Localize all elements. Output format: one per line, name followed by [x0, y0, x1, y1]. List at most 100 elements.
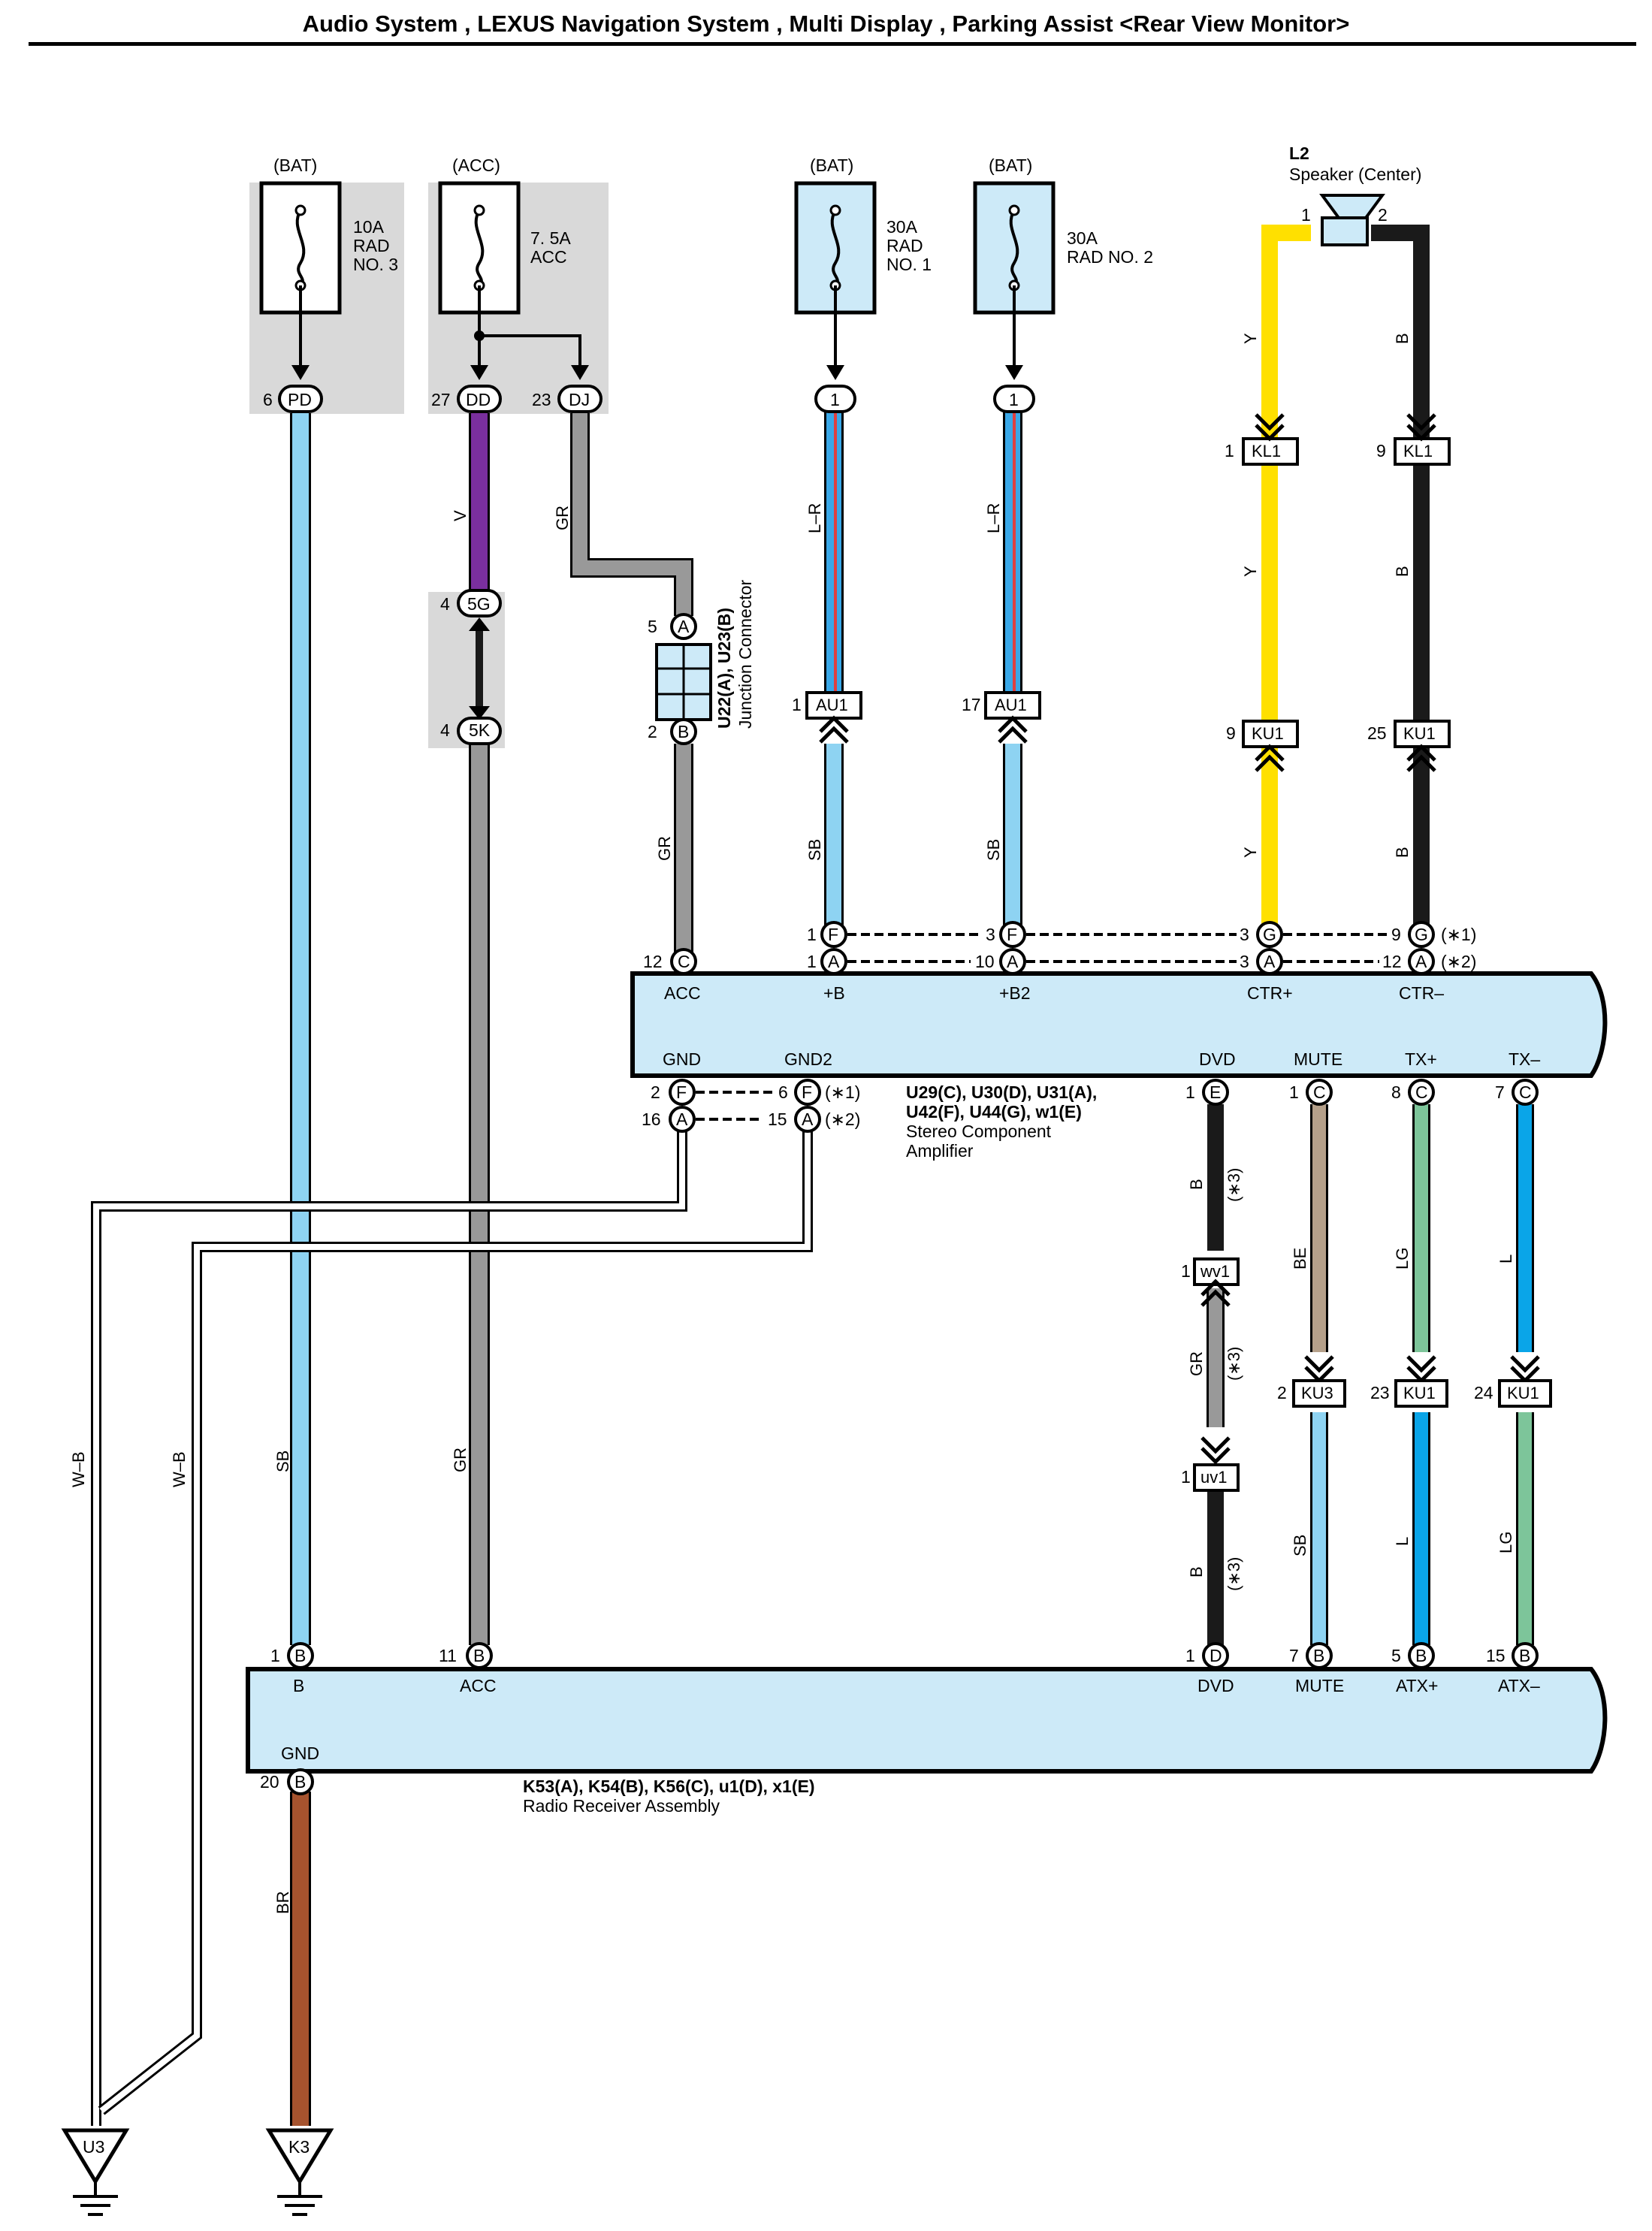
- ground-u3: [61, 2128, 130, 2216]
- amp-b-a-code: A: [828, 952, 840, 971]
- pin-rad2-oval: [993, 385, 1035, 413]
- au1-1-pin: 1: [792, 695, 802, 714]
- amp-acc-pin: 12: [643, 952, 663, 971]
- amp-gnd-a-circle: [669, 1106, 696, 1133]
- ground-k3: [265, 2128, 334, 2216]
- pin-pd-oval: [278, 385, 323, 413]
- amp-ctrm-g-circle: [1408, 921, 1435, 948]
- junction-ids: U22(A), U23(B): [714, 608, 734, 729]
- label-br: BR: [273, 1891, 292, 1914]
- ground-k3-label: K3: [288, 2137, 310, 2157]
- wv1-code: wv1: [1200, 1262, 1230, 1281]
- amp-txp-circle: [1408, 1079, 1435, 1106]
- junction-pin-b: [670, 718, 697, 745]
- label-gr-dj: GR: [553, 506, 572, 530]
- amp-b-a-circle: [820, 948, 847, 975]
- wire-y-speaker: [1261, 225, 1311, 928]
- arrow-fuse-4: [1005, 365, 1023, 380]
- pin-rad1-code: 1: [830, 390, 840, 409]
- rx-term-gnd: GND: [281, 1743, 319, 1763]
- amp-mute-pin: 1: [1289, 1082, 1299, 1102]
- junction-pin-b-number: 2: [648, 722, 657, 741]
- c5g-code: 5G: [467, 594, 491, 614]
- rx-gnd-circle: [287, 1768, 314, 1795]
- ku1-23-code: KU1: [1403, 1384, 1436, 1402]
- ground-u3-label: U3: [83, 2137, 104, 2157]
- label-b-2: B: [1393, 566, 1412, 577]
- label-y-2: Y: [1241, 566, 1260, 577]
- label-lg-atxm: LG: [1496, 1532, 1515, 1553]
- kl1-1-code: KL1: [1252, 442, 1281, 460]
- amp-gnd-f-circle: [669, 1079, 696, 1106]
- rx-term-b: B: [293, 1676, 304, 1695]
- amp-ctrp-a-code: A: [1264, 952, 1276, 971]
- amp-gnd2-f-circle: [794, 1079, 821, 1106]
- amp-dvd-code: E: [1210, 1082, 1221, 1102]
- amp-b2-f-pin: 3: [986, 925, 995, 944]
- amp-gnd2-note-1: (∗1): [825, 1082, 860, 1102]
- pin-dj-number: 23: [532, 390, 551, 409]
- speaker-body: [1321, 216, 1369, 246]
- junction-pin-b-code: B: [678, 722, 689, 741]
- fuse-node-4a: [1008, 204, 1020, 216]
- amp-term-txm: TX–: [1509, 1049, 1540, 1069]
- au1-17-chevron: [998, 715, 1028, 744]
- ku1-9-pin: 9: [1226, 723, 1236, 743]
- c5g-pin: 4: [440, 594, 450, 614]
- ku1-9-chevron: [1255, 744, 1285, 772]
- label-sb-au1-1: SB: [805, 839, 824, 861]
- amp-gnd-f-pin: 2: [651, 1082, 660, 1102]
- amp-b2-a-circle: [999, 948, 1026, 975]
- fuse-supply-1: (BAT): [273, 155, 317, 175]
- label-lr-1: L–R: [805, 503, 824, 533]
- label-wb-1: W–B: [69, 1451, 88, 1487]
- amp-term-ctrp: CTR+: [1247, 983, 1293, 1003]
- amp-term-txp: TX+: [1405, 1049, 1437, 1069]
- junction-pin-a-number: 5: [648, 617, 657, 636]
- amp-b-a-pin: 1: [807, 952, 817, 971]
- ku1-25-pin: 25: [1367, 723, 1387, 743]
- rx-b-circle: [287, 1642, 314, 1669]
- amp-b-f-pin: 1: [807, 925, 817, 944]
- fuse-node-3a: [829, 204, 841, 216]
- amp-term-mute: MUTE: [1294, 1049, 1342, 1069]
- amp-dash-top: [847, 933, 1388, 963]
- label-sb-au1-17: SB: [984, 839, 1003, 861]
- amp-dvd-circle: [1202, 1079, 1229, 1106]
- junction-name: Junction Connector: [735, 579, 755, 729]
- fuse-rating-4: 30A: [1067, 228, 1098, 248]
- speaker-icon: [1319, 194, 1385, 219]
- label-s3-dvd-1: (∗3): [1225, 1168, 1243, 1202]
- rx-mute-code: B: [1313, 1646, 1324, 1665]
- rx-term-dvd: DVD: [1197, 1676, 1234, 1695]
- label-sb-1: SB: [273, 1451, 292, 1472]
- ku1-23-pin: 23: [1370, 1383, 1390, 1402]
- wire-wb-gnd: [91, 1112, 687, 2126]
- label-sb-mute: SB: [1291, 1535, 1309, 1556]
- rx-term-mute: MUTE: [1295, 1676, 1344, 1695]
- amp-acc-code: C: [678, 952, 690, 971]
- au1-1-chevron: [819, 715, 849, 744]
- fuse-supply-2: (ACC): [452, 155, 500, 175]
- au1-1-box: [805, 691, 862, 720]
- wire-lr-2: [1003, 409, 1022, 691]
- label-b-dvd-2: B: [1187, 1566, 1206, 1577]
- rx-acc-pin: 11: [439, 1646, 457, 1665]
- label-b-1: B: [1393, 333, 1412, 344]
- speaker-id: L2: [1289, 143, 1309, 163]
- fuse-rating-3: 30A: [886, 217, 918, 237]
- kl1-9-chevron: [1406, 413, 1436, 442]
- amp-ids-1: U29(C), U30(D), U31(A),: [906, 1082, 1097, 1102]
- amp-ctrm-a-circle: [1408, 948, 1435, 975]
- fuse-rating-1: 10A: [353, 217, 385, 237]
- amp-term-gnd2: GND2: [784, 1049, 832, 1069]
- amp-txp-pin: 8: [1391, 1082, 1401, 1102]
- kl1-1-chevron: [1255, 413, 1285, 442]
- label-v: V: [451, 510, 470, 521]
- amp-term-ctrm: CTR–: [1399, 983, 1444, 1003]
- label-y-1: Y: [1241, 333, 1260, 344]
- label-b-3: B: [1393, 847, 1412, 858]
- amp-b-f-code: F: [828, 925, 838, 944]
- wire-wb-gnd2: [98, 1112, 813, 2115]
- rx-term-atxp: ATX+: [1396, 1676, 1438, 1695]
